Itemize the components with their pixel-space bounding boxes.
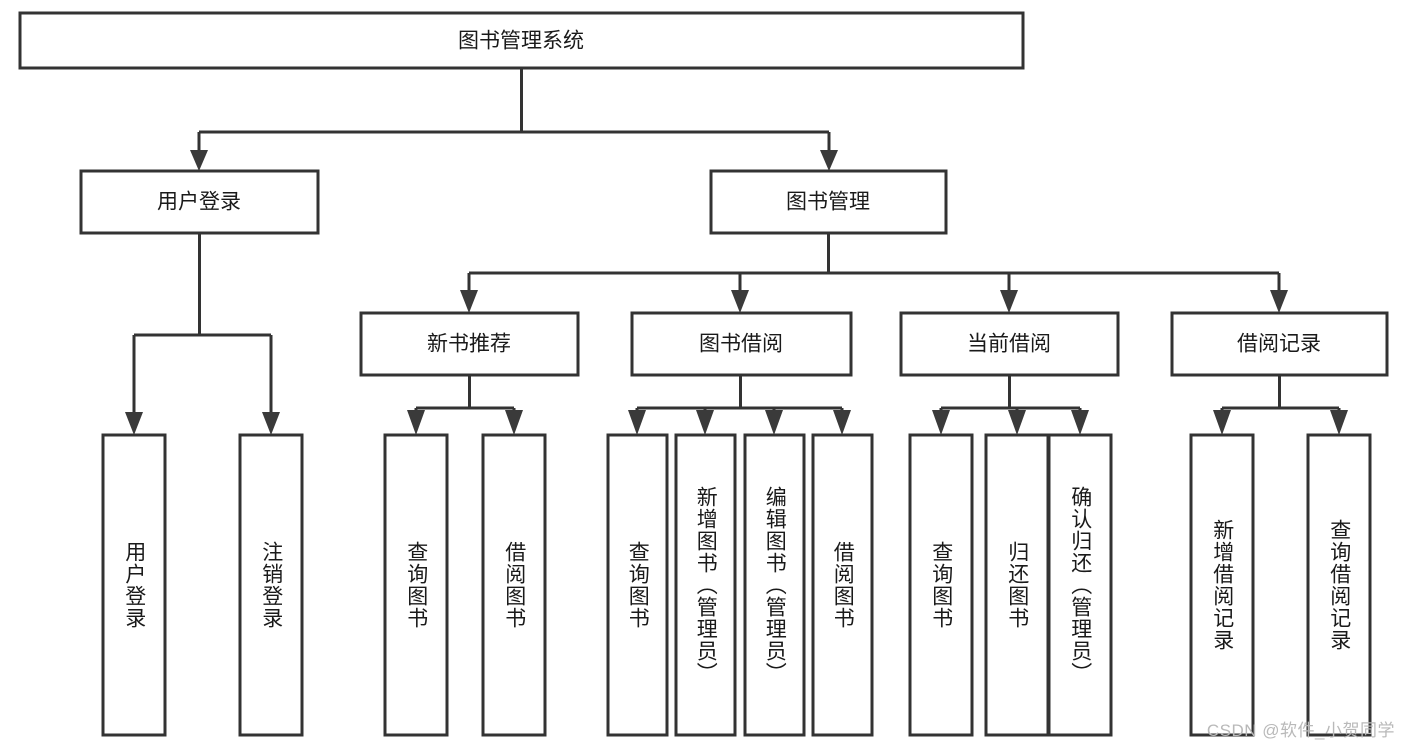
leaf-box-borrow-lend[interactable] — [811, 433, 874, 737]
node-new-book-rec[interactable]: 新书推荐 — [359, 311, 580, 377]
node-book-borrow-label: 图书借阅 — [699, 333, 783, 356]
arrow-to-leaf-cur-query — [932, 410, 950, 435]
connector-group-book-manage — [460, 233, 1288, 313]
node-borrow-record-box[interactable] — [1170, 311, 1389, 377]
node-user-login[interactable]: 用户登录 — [79, 169, 320, 235]
node-new-book-rec-label: 新书推荐 — [427, 333, 511, 356]
node-root[interactable]: 图书管理系统 — [18, 11, 1025, 70]
node-book-manage-box[interactable] — [709, 169, 948, 235]
arrow-to-new-book-rec — [460, 290, 478, 313]
arrow-to-current-borrow — [1000, 290, 1018, 313]
leaf-box-rec-query2[interactable] — [1306, 433, 1372, 737]
connector-group-user-login — [125, 233, 280, 435]
arrow-to-leaf-cur-confirm — [1071, 410, 1089, 435]
connector-group-current-borrow — [932, 375, 1089, 435]
node-new-book-rec-box[interactable] — [359, 311, 580, 377]
leaf-box-cur-confirm[interactable] — [1047, 433, 1113, 737]
leaf-box-rec-add[interactable] — [1189, 433, 1255, 737]
leaf-box-rec-query[interactable] — [383, 433, 449, 737]
arrow-to-leaf-rec-add — [1213, 410, 1231, 435]
leaf-box-cur-query[interactable] — [908, 433, 974, 737]
node-current-borrow[interactable]: 当前借阅 — [899, 311, 1120, 377]
connector-group-borrow-record — [1213, 375, 1348, 435]
node-book-manage[interactable]: 图书管理 — [709, 169, 948, 235]
leaf-box-logout[interactable] — [238, 433, 304, 737]
node-book-manage-label: 图书管理 — [786, 191, 870, 214]
leaf-box-cur-return[interactable] — [984, 433, 1050, 737]
node-borrow-record[interactable]: 借阅记录 — [1170, 311, 1389, 377]
node-book-borrow[interactable]: 图书借阅 — [630, 311, 853, 377]
arrow-to-leaf-borrow-add — [696, 410, 714, 435]
arrow-to-borrow-record — [1270, 290, 1288, 313]
node-user-login-label: 用户登录 — [157, 191, 241, 214]
leaf-box-rec-borrow[interactable] — [481, 433, 547, 737]
connector-group-new-book-rec — [407, 375, 523, 435]
arrow-to-leaf-rec-query2 — [1330, 410, 1348, 435]
node-book-borrow-box[interactable] — [630, 311, 853, 377]
arrow-root-to-book-manage — [820, 150, 838, 171]
node-borrow-record-label: 借阅记录 — [1237, 333, 1321, 356]
csdn-watermark: CSDN @软件_小贺同学 — [1206, 721, 1395, 740]
node-root-box[interactable] — [18, 11, 1025, 70]
arrow-to-leaf-rec-borrow — [505, 410, 523, 435]
arrow-to-book-borrow — [731, 290, 749, 313]
arrow-to-leaf-cur-return — [1008, 410, 1026, 435]
node-user-login-box[interactable] — [79, 169, 320, 235]
arrow-to-leaf-logout — [262, 412, 280, 435]
leaf-box-user-login[interactable] — [101, 433, 167, 737]
arrow-to-leaf-borrow-lend — [833, 410, 851, 435]
leaf-box-borrow-add[interactable] — [674, 433, 737, 737]
arrow-to-leaf-rec-query — [407, 410, 425, 435]
node-current-borrow-box[interactable] — [899, 311, 1120, 377]
arrow-to-leaf-borrow-query — [628, 410, 646, 435]
leaf-box-borrow-edit[interactable] — [743, 433, 806, 737]
arrow-root-to-user-login — [190, 150, 208, 171]
connector-group-book-borrow — [628, 375, 851, 435]
node-root-label: 图书管理系统 — [458, 30, 584, 53]
arrow-to-leaf-borrow-edit — [765, 410, 783, 435]
arrow-to-leaf-user-login — [125, 412, 143, 435]
connector-group-root — [190, 68, 838, 171]
node-current-borrow-label: 当前借阅 — [967, 333, 1051, 356]
leaf-boxes — [101, 433, 1372, 737]
leaf-box-borrow-query[interactable] — [606, 433, 669, 737]
